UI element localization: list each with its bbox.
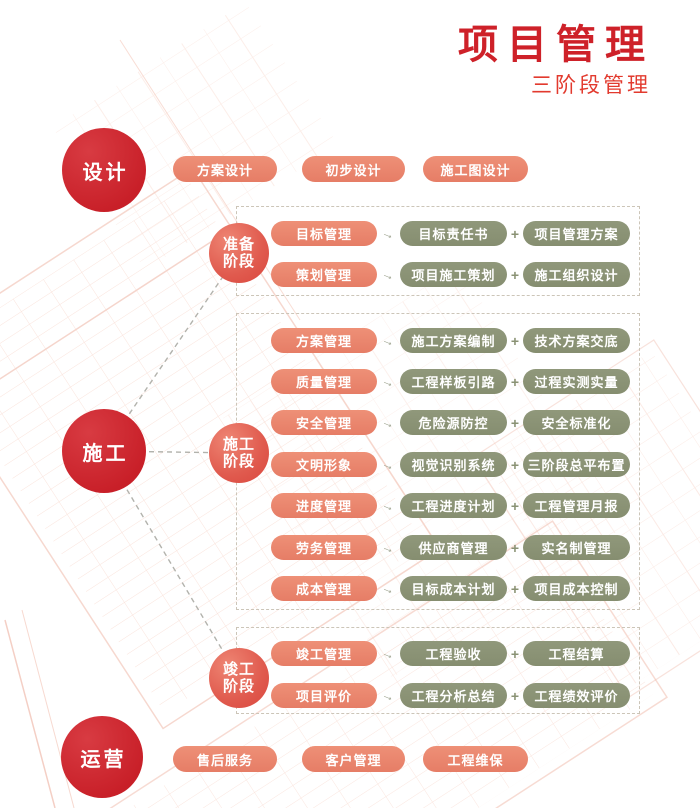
plus-icon: + xyxy=(510,414,520,431)
design-pill: 施工图设计 xyxy=(423,156,528,182)
stage-circle-preparation: 准备 阶段 xyxy=(209,223,269,283)
arrow-icon: → xyxy=(379,265,398,284)
flow-row: 文明形象 → 视觉识别系统 + 三阶段总平布置 xyxy=(271,452,630,477)
management-pill: 安全管理 xyxy=(271,410,377,435)
stage-label-line: 阶段 xyxy=(222,253,255,270)
arrow-icon: → xyxy=(379,455,398,474)
deliverable-pill: 工程分析总结 xyxy=(400,683,507,708)
plus-icon: + xyxy=(510,539,520,556)
management-pill: 方案管理 xyxy=(271,328,377,353)
flow-row: 策划管理 → 项目施工策划 + 施工组织设计 xyxy=(271,262,630,287)
flow-row: 劳务管理 → 供应商管理 + 实名制管理 xyxy=(271,535,630,560)
arrow-icon: → xyxy=(379,224,398,243)
operation-track-row: 售后服务 客户管理 工程维保 xyxy=(173,746,528,772)
deliverable-pill: 工程样板引路 xyxy=(400,369,507,394)
main-circle-construction: 施工 xyxy=(62,409,146,493)
plus-icon: + xyxy=(510,373,520,390)
deliverable-pill: 供应商管理 xyxy=(400,535,507,560)
main-circle-operation-label: 运营 xyxy=(80,748,127,771)
management-pill: 劳务管理 xyxy=(271,535,377,560)
deliverable-pill: 实名制管理 xyxy=(523,535,630,560)
deliverable-pill: 工程管理月报 xyxy=(523,493,630,518)
deliverable-pill: 目标成本计划 xyxy=(400,576,507,601)
arrow-icon: → xyxy=(379,644,398,663)
design-track-row: 方案设计 初步设计 施工图设计 xyxy=(173,156,528,182)
management-pill: 进度管理 xyxy=(271,493,377,518)
deliverable-pill: 项目成本控制 xyxy=(523,576,630,601)
plus-icon: + xyxy=(510,456,520,473)
plus-icon: + xyxy=(510,580,520,597)
main-circle-design-label: 设计 xyxy=(82,161,129,184)
stage-label-line: 竣工 xyxy=(222,660,255,678)
plus-icon: + xyxy=(510,497,520,514)
arrow-icon: → xyxy=(379,579,398,598)
page-subtitle: 三阶段管理 xyxy=(531,74,651,97)
flow-row: 安全管理 → 危险源防控 + 安全标准化 xyxy=(271,410,630,435)
management-pill: 成本管理 xyxy=(271,576,377,601)
plus-icon: + xyxy=(510,687,520,704)
main-circle-design: 设计 xyxy=(62,128,146,212)
flow-row: 项目评价 → 工程分析总结 + 工程绩效评价 xyxy=(271,683,630,708)
management-pill: 文明形象 xyxy=(271,452,377,477)
deliverable-pill: 工程结算 xyxy=(523,641,630,666)
design-pill: 初步设计 xyxy=(302,156,405,182)
deliverable-pill: 技术方案交底 xyxy=(523,328,630,353)
plus-icon: + xyxy=(510,266,520,283)
flow-row: 方案管理 → 施工方案编制 + 技术方案交底 xyxy=(271,328,630,353)
design-pill: 方案设计 xyxy=(173,156,277,182)
stage-circle-completion: 竣工 阶段 xyxy=(209,648,269,708)
management-pill: 项目评价 xyxy=(271,683,377,708)
page-title: 项目管理 xyxy=(458,21,654,68)
deliverable-pill: 项目施工策划 xyxy=(400,262,507,287)
deliverable-pill: 施工组织设计 xyxy=(523,262,630,287)
stage-label-line: 阶段 xyxy=(222,453,255,470)
arrow-icon: → xyxy=(379,538,398,557)
stage-circle-construction: 施工 阶段 xyxy=(209,423,269,483)
deliverable-pill: 工程验收 xyxy=(400,641,507,666)
arrow-icon: → xyxy=(379,331,398,350)
plus-icon: + xyxy=(510,645,520,662)
deliverable-pill: 视觉识别系统 xyxy=(400,452,507,477)
deliverable-pill: 安全标准化 xyxy=(523,410,630,435)
arrow-icon: → xyxy=(379,372,398,391)
flow-row: 进度管理 → 工程进度计划 + 工程管理月报 xyxy=(271,493,630,518)
plus-icon: + xyxy=(510,332,520,349)
flow-row: 质量管理 → 工程样板引路 + 过程实测实量 xyxy=(271,369,630,394)
operation-pill: 工程维保 xyxy=(423,746,528,772)
operation-pill: 售后服务 xyxy=(173,746,277,772)
deliverable-pill: 过程实测实量 xyxy=(523,369,630,394)
deliverable-pill: 项目管理方案 xyxy=(523,221,630,246)
flow-row: 成本管理 → 目标成本计划 + 项目成本控制 xyxy=(271,576,630,601)
main-circle-operation: 运营 xyxy=(61,716,143,798)
management-pill: 质量管理 xyxy=(271,369,377,394)
flow-row: 竣工管理 → 工程验收 + 工程结算 xyxy=(271,641,630,666)
flow-row: 目标管理 → 目标责任书 + 项目管理方案 xyxy=(271,221,630,246)
deliverable-pill: 施工方案编制 xyxy=(400,328,507,353)
arrow-icon: → xyxy=(379,413,398,432)
deliverable-pill: 三阶段总平布置 xyxy=(523,452,630,477)
management-pill: 竣工管理 xyxy=(271,641,377,666)
management-pill: 策划管理 xyxy=(271,262,377,287)
stage-label-line: 阶段 xyxy=(222,678,255,695)
deliverable-pill: 危险源防控 xyxy=(400,410,507,435)
operation-pill: 客户管理 xyxy=(302,746,405,772)
plus-icon: + xyxy=(510,225,520,242)
deliverable-pill: 工程进度计划 xyxy=(400,493,507,518)
arrow-icon: → xyxy=(379,496,398,515)
stage-label-line: 施工 xyxy=(222,435,255,453)
deliverable-pill: 工程绩效评价 xyxy=(523,683,630,708)
main-circle-construction-label: 施工 xyxy=(82,442,129,465)
deliverable-pill: 目标责任书 xyxy=(400,221,507,246)
arrow-icon: → xyxy=(379,686,398,705)
management-pill: 目标管理 xyxy=(271,221,377,246)
stage-label-line: 准备 xyxy=(222,235,255,253)
